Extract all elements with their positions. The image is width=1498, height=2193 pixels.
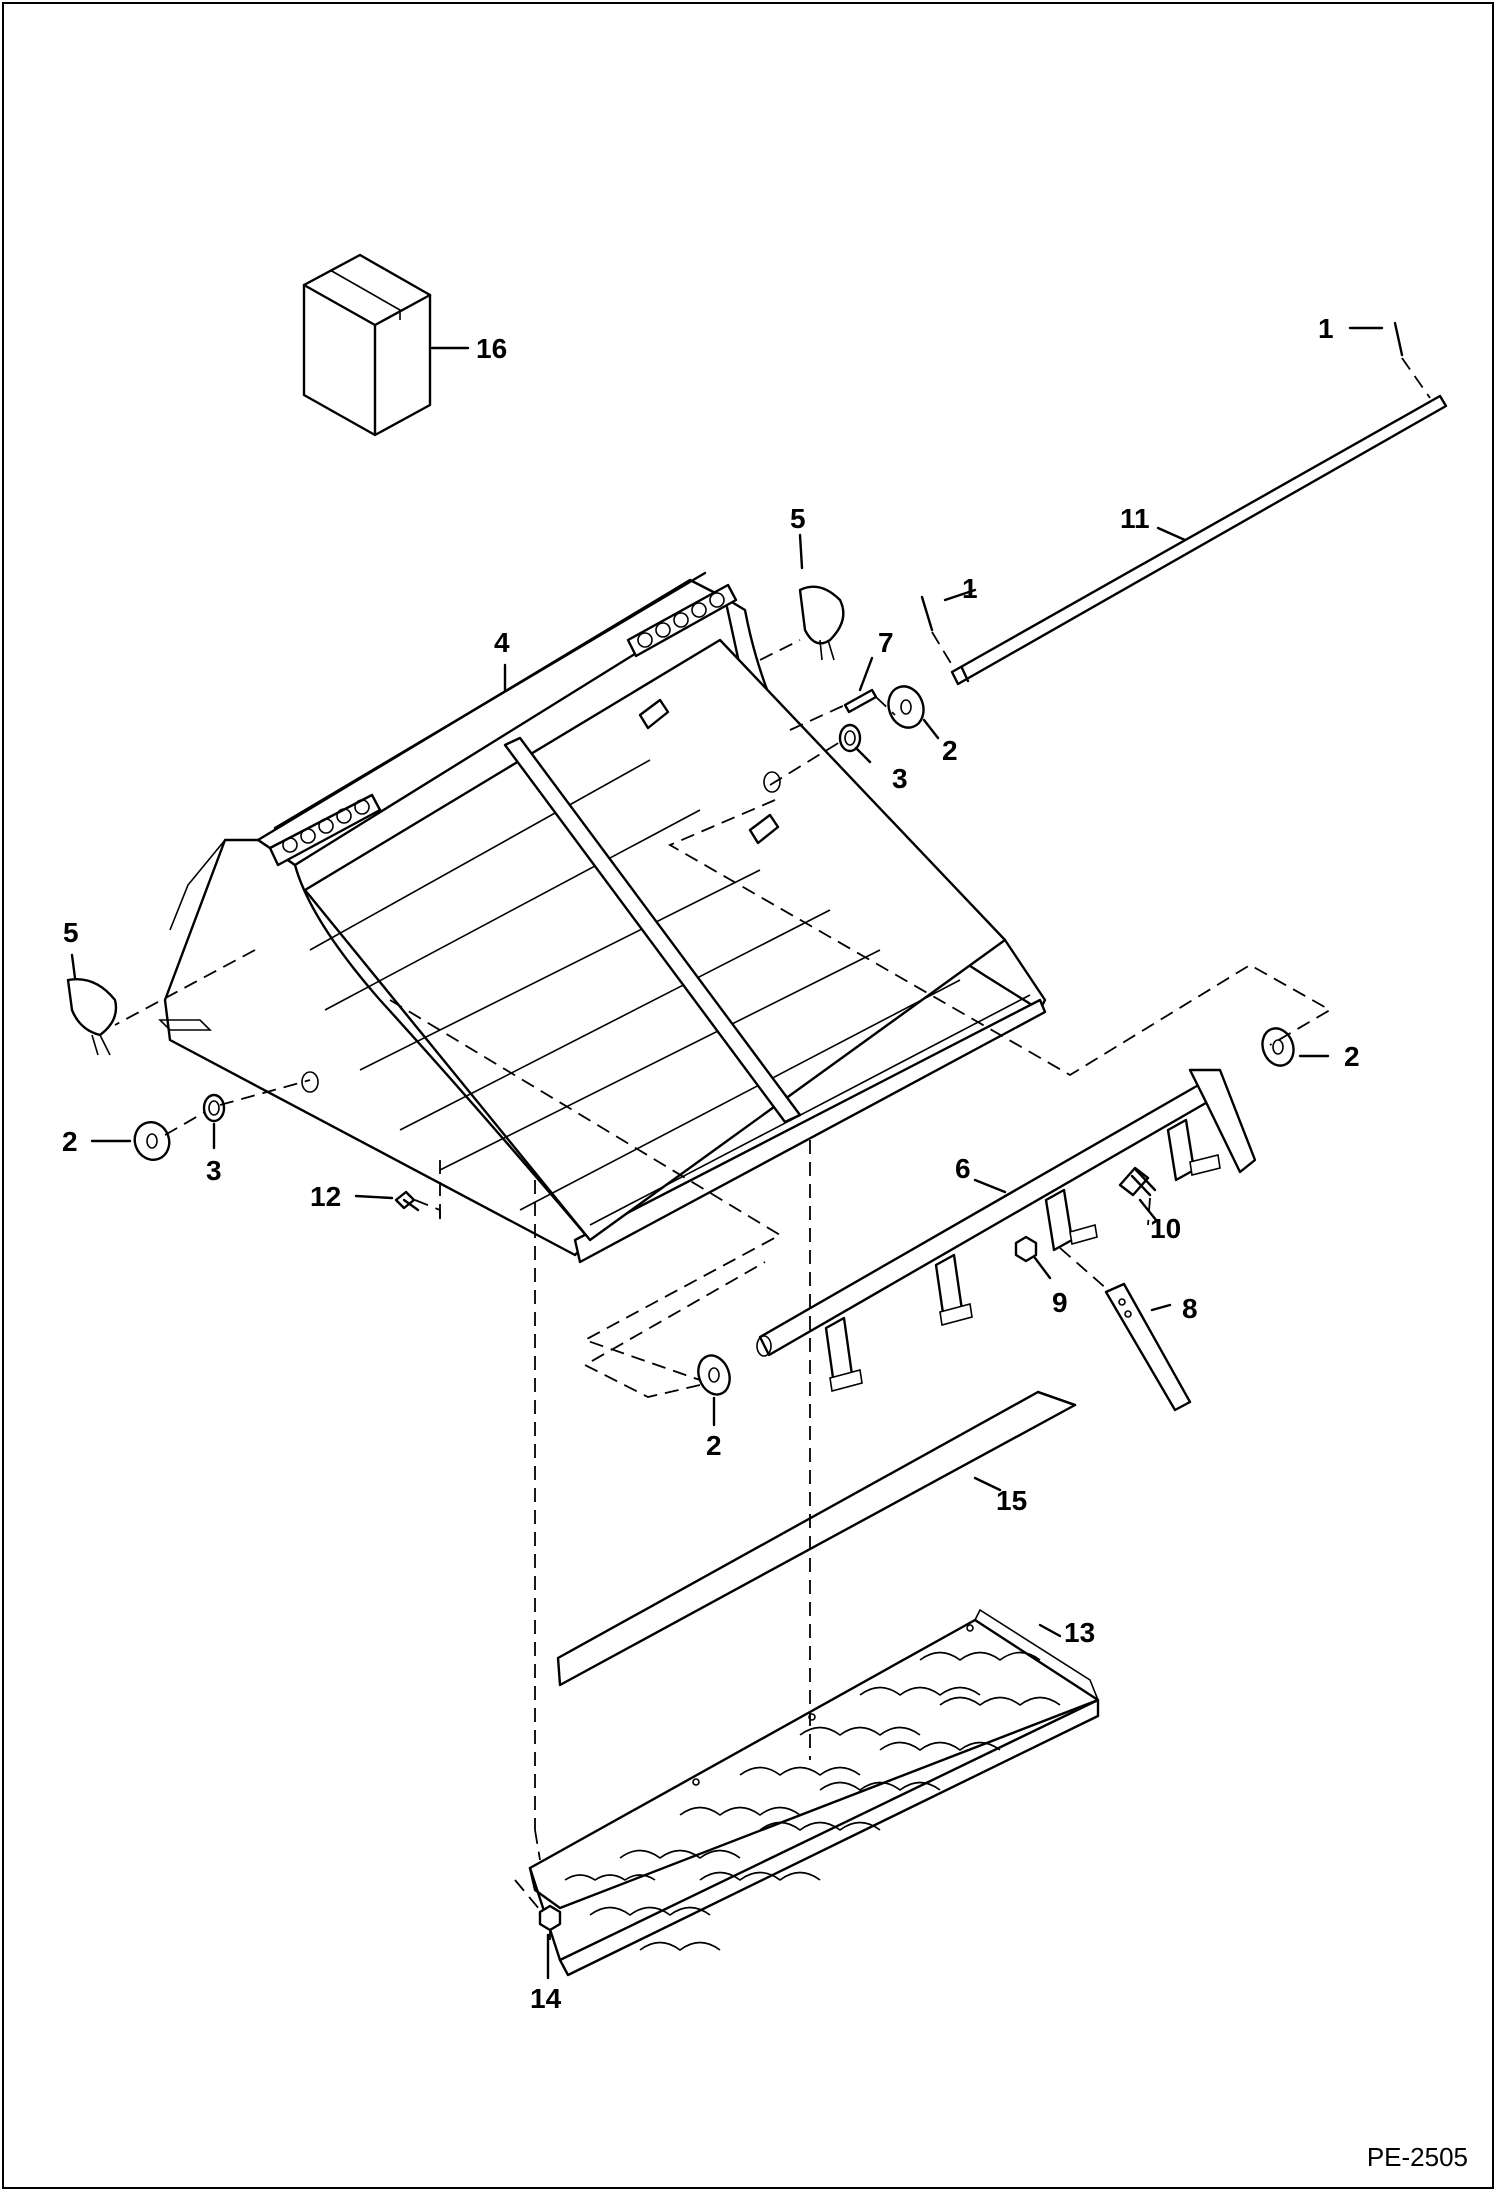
callout-11: 11 [1120,503,1150,534]
part-9-nut [1014,1235,1038,1263]
callout-1-mid: 1 [962,573,978,604]
part-5-decal-right [798,585,845,661]
part-6-shaft [756,1068,1257,1393]
callout-12: 12 [310,1181,341,1212]
part-3-bushing-upper [838,723,862,753]
part-2-washer-right [1261,1027,1295,1067]
callout-8: 8 [1182,1293,1198,1324]
callout-7: 7 [878,627,894,658]
callout-3-upper: 3 [892,763,908,794]
callout-labels: 1 1 2 2 2 2 3 3 4 5 5 6 7 8 9 10 11 12 1… [62,313,1360,2014]
part-11-rod [950,394,1448,686]
part-10-bolt [1118,1166,1157,1197]
callout-1-top: 1 [1318,313,1334,344]
part-15-cutting-edge [556,1390,1077,1687]
callout-2-lower: 2 [706,1430,722,1461]
leader-lines [70,326,1384,1980]
part-3-bushing-left [202,1093,226,1123]
assembly-lines [114,357,1431,1940]
callout-13: 13 [1064,1617,1095,1648]
part-2-washer-lower [697,1354,731,1396]
callout-2-upper: 2 [942,735,958,766]
callout-5-left: 5 [63,917,79,948]
callout-10: 10 [1150,1213,1181,1244]
part-7-pin [843,688,878,714]
callout-9: 9 [1052,1287,1068,1318]
part-12-bolt [394,1190,420,1212]
callout-5-right: 5 [790,503,806,534]
part-1-pin-top [1393,321,1404,357]
part-1-pin-mid [920,595,934,632]
part-8-tooth [1104,1282,1192,1412]
part-5-decal-left [66,978,118,1056]
callout-2-right: 2 [1344,1041,1360,1072]
callout-3-left: 3 [206,1155,222,1186]
part-4-bucket [158,571,1047,1264]
callout-15: 15 [996,1485,1027,1516]
part-13-tread-plate [528,1608,1100,1977]
callout-4: 4 [494,627,510,658]
part-2-washer-left [133,1121,171,1161]
part-16-box [302,253,432,437]
part-14-nut [538,1904,562,1932]
part-2-washer-upper [887,685,925,729]
callout-14: 14 [530,1983,562,2014]
callout-6: 6 [955,1153,971,1184]
figure-code: PE-2505 [1367,2142,1468,2172]
callout-16: 16 [476,333,507,364]
callout-2-left: 2 [62,1126,78,1157]
